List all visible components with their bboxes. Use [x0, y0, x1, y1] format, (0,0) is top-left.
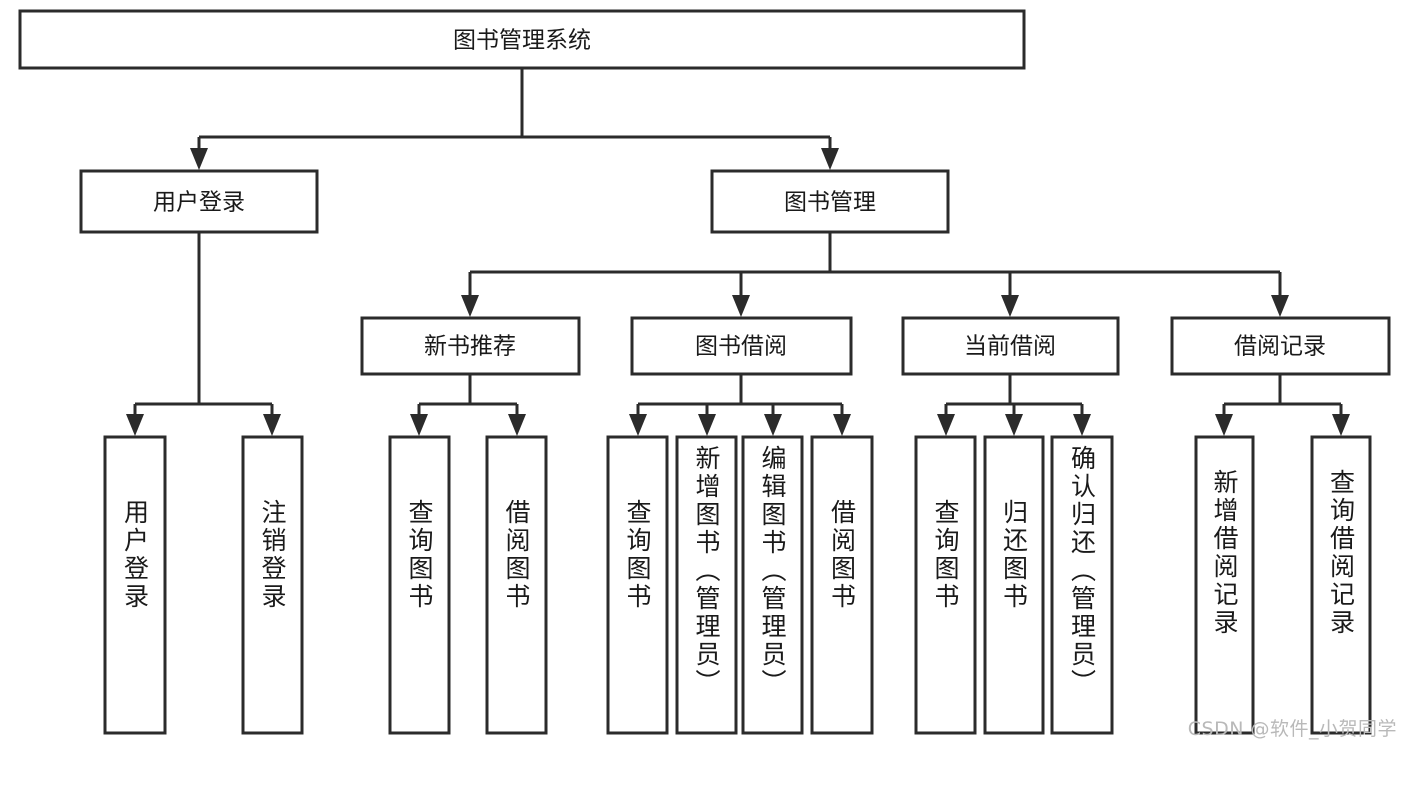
flowchart-diagram: 图书管理系统 用户登录 图书管理 新书推荐 图书借阅 当前借阅 借阅记录: [18, 9, 1397, 740]
arrowhead-icon-leaf-query-borrow-record: [1332, 414, 1350, 436]
arrowhead-icon-leaf-borrow-book-recommend: [508, 414, 526, 436]
arrow-heads: [126, 148, 1350, 436]
arrowhead-icon-book-borrow: [732, 295, 750, 317]
arrowhead-icon-leaf-confirm-return-admin: [1073, 414, 1091, 436]
node-box-leaf-query-book-current[interactable]: [914, 435, 977, 735]
node-box-leaf-logout[interactable]: [241, 435, 304, 735]
node-box-borrow-record[interactable]: [1170, 316, 1391, 376]
node-box-user-login[interactable]: [79, 169, 319, 234]
node-label-book-borrow: 图书借阅: [695, 334, 787, 360]
node-box-leaf-query-book-recommend[interactable]: [388, 435, 451, 735]
node-box-book-management[interactable]: [710, 169, 950, 234]
node-box-leaf-add-book-admin[interactable]: [675, 435, 738, 735]
node-boxes: 图书管理系统 用户登录 图书管理 新书推荐 图书借阅 当前借阅 借阅记录: [18, 9, 1391, 735]
node-box-leaf-query-borrow-record[interactable]: [1310, 435, 1372, 735]
node-box-root[interactable]: [18, 9, 1026, 70]
node-label-user-login: 用户登录: [153, 190, 245, 216]
node-box-leaf-confirm-return-admin[interactable]: [1050, 435, 1114, 735]
arrowhead-icon-new-book: [461, 295, 479, 317]
node-box-leaf-user-login[interactable]: [103, 435, 167, 735]
arrowhead-icon-book-management: [821, 148, 839, 170]
node-box-leaf-edit-book-admin[interactable]: [741, 435, 804, 735]
watermark-text: CSDN @软件_小贺同学: [1187, 718, 1397, 740]
arrowhead-icon-leaf-edit-book-admin: [764, 414, 782, 436]
tree-diagram-svg: 图书管理系统 用户登录 图书管理 新书推荐 图书借阅 当前借阅 借阅记录: [18, 9, 1391, 735]
node-label-new-book-recommend: 新书推荐: [424, 334, 516, 360]
arrowhead-icon-borrow-record: [1271, 295, 1289, 317]
arrowhead-icon-leaf-add-borrow-record: [1215, 414, 1233, 436]
node-label-book-management: 图书管理: [784, 190, 876, 216]
arrowhead-icon-leaf-query-book-current: [937, 414, 955, 436]
node-label-borrow-record: 借阅记录: [1234, 334, 1326, 360]
node-box-new-book-recommend[interactable]: [360, 316, 581, 376]
node-box-leaf-return-book[interactable]: [983, 435, 1045, 735]
arrowhead-icon-leaf-logout: [263, 414, 281, 436]
node-label-root: 图书管理系统: [453, 28, 591, 54]
node-box-leaf-add-borrow-record[interactable]: [1194, 435, 1255, 735]
arrowhead-icon-leaf-query-book-borrow: [629, 414, 647, 436]
node-box-leaf-borrow-book[interactable]: [810, 435, 874, 735]
arrowhead-icon-leaf-query-book-recommend: [410, 414, 428, 436]
arrowhead-icon-current-borrow: [1001, 295, 1019, 317]
node-box-book-borrow[interactable]: [630, 316, 853, 376]
node-box-leaf-query-book-borrow[interactable]: [606, 435, 669, 735]
node-label-current-borrow: 当前借阅: [964, 334, 1056, 360]
node-box-current-borrow[interactable]: [901, 316, 1120, 376]
arrowhead-icon-leaf-user-login: [126, 414, 144, 436]
arrowhead-icon-leaf-add-book-admin: [698, 414, 716, 436]
arrowhead-icon-leaf-borrow-book: [833, 414, 851, 436]
node-box-leaf-borrow-book-recommend[interactable]: [485, 435, 548, 735]
arrowhead-icon-leaf-return-book: [1005, 414, 1023, 436]
arrowhead-icon-user-login: [190, 148, 208, 170]
